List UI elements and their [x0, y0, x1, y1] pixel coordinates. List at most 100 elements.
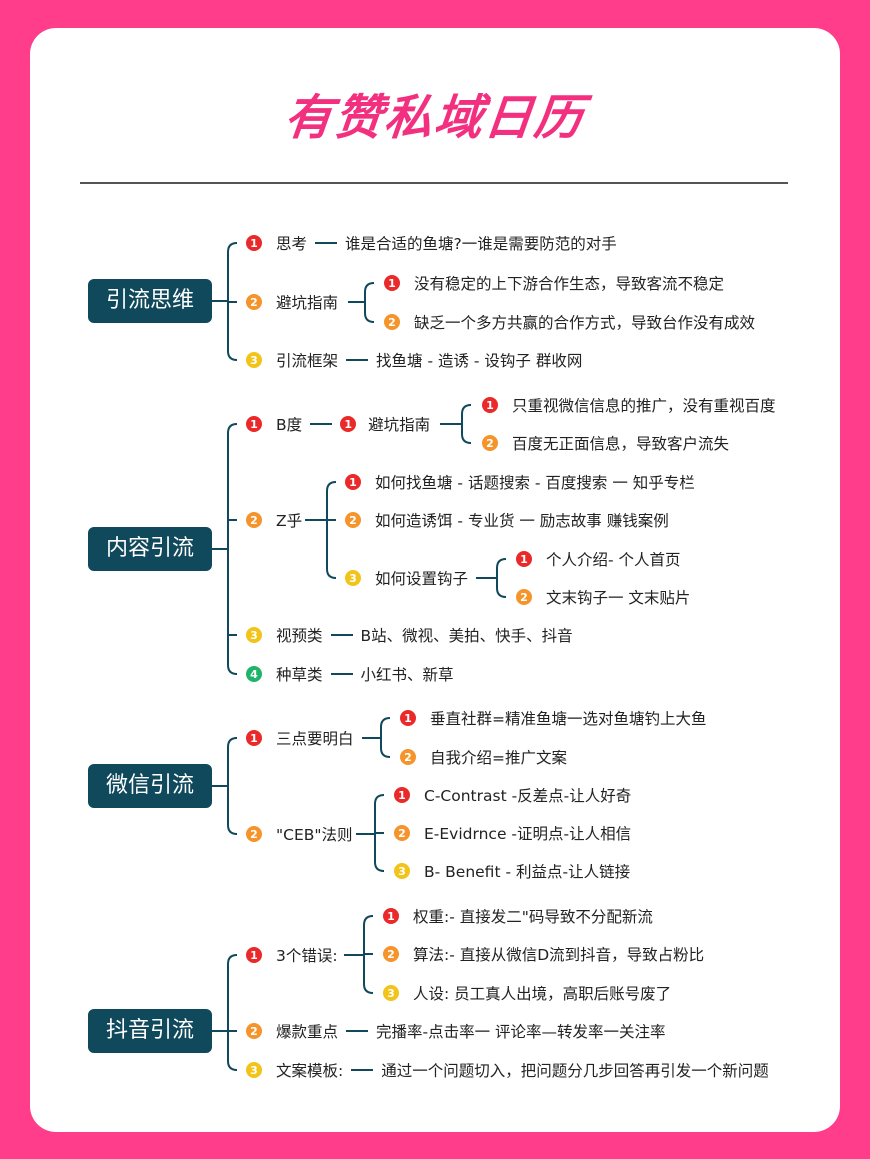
branch-label: 引流框架	[276, 352, 339, 370]
number-badge: 2	[482, 435, 498, 451]
connector-dash	[346, 359, 369, 361]
leaf-text: 人设: 员工真人出境，高职后账号废了	[413, 985, 672, 1003]
branch-node: 3 如何设置钩子	[345, 566, 468, 590]
branch-label: 爆款重点	[276, 1023, 339, 1041]
leaf-node: 2 算法:- 直接从微信D流到抖音，导致占粉比	[383, 942, 704, 966]
branch-node: 1 思考 谁是合适的鱼塘?一谁是需要防范的对手	[246, 231, 617, 255]
section-yinliu-siwei: 引流思维	[88, 279, 212, 323]
number-badge: 3	[345, 570, 361, 586]
number-badge: 1	[246, 730, 262, 746]
leaf-text: 缺乏一个多方共赢的合作方式，导致台作没有成效	[414, 314, 756, 332]
leaf-text: 文末钩子一 文末贴片	[546, 589, 691, 607]
number-badge: 3	[246, 1062, 262, 1078]
branch-text: B站、微视、美拍、快手、抖音	[360, 627, 573, 645]
leaf-node: 1 权重:- 直接发二"码导致不分配新流	[383, 904, 653, 928]
number-badge: 1	[345, 474, 361, 490]
number-badge: 2	[384, 314, 400, 330]
card	[30, 28, 840, 1132]
number-badge: 2	[246, 512, 262, 528]
connector-dash	[351, 1069, 374, 1071]
branch-label: 思考	[276, 235, 308, 253]
branch-node: 3 引流框架 找鱼塘 - 造诱 - 设钩子 群收网	[246, 348, 582, 372]
leaf-text: 如何找鱼塘 - 话题搜索 - 百度搜索 一 知乎专栏	[375, 474, 695, 492]
branch-text: 完播率-点击率一 评论率—转发率一关注率	[376, 1023, 666, 1041]
bracket-line	[440, 404, 472, 444]
branch-label: 避坑指南	[276, 294, 339, 312]
leaf-text: 个人介绍- 个人首页	[546, 551, 681, 569]
leaf-node: 3 人设: 员工真人出境，高职后账号废了	[383, 981, 671, 1005]
leaf-text: 权重:- 直接发二"码导致不分配新流	[413, 908, 653, 926]
number-badge: 1	[516, 551, 532, 567]
leaf-text: B- Benefit - 利益点-让人链接	[424, 863, 631, 881]
number-badge: 2	[246, 1023, 262, 1039]
number-badge: 2	[516, 589, 532, 605]
branch-label: 文案模板:	[276, 1062, 344, 1080]
branch-label: 3个错误:	[276, 947, 338, 965]
leaf-node: 3 B- Benefit - 利益点-让人链接	[394, 859, 630, 883]
connector-dash	[330, 634, 353, 636]
bracket-line	[348, 282, 375, 323]
leaf-text: C-Contrast -反差点-让人好奇	[424, 787, 632, 805]
branch-node: 2 "CEB"法则	[246, 822, 353, 846]
number-badge: 2	[246, 826, 262, 842]
bracket-line	[212, 737, 238, 835]
branch-label: 视预类	[276, 627, 323, 645]
branch-node: 2 Z乎	[246, 508, 302, 532]
bracket-line	[212, 954, 238, 1071]
number-badge: 3	[383, 985, 399, 1001]
leaf-text: 如何造诱饵 - 专业货 一 励志故事 赚钱案例	[375, 512, 669, 530]
branch-node: 4 种草类 小红书、新草	[246, 662, 454, 686]
leaf-node: 1 C-Contrast -反差点-让人好奇	[394, 783, 631, 807]
leaf-node: 1 垂直社群=精准鱼塘一选对鱼塘钓上大鱼	[400, 706, 707, 730]
bracket-line	[362, 717, 391, 758]
branch-label: B度	[276, 416, 303, 434]
branch-label: "CEB"法则	[276, 826, 353, 844]
leaf-node: 2 如何造诱饵 - 专业货 一 励志故事 赚钱案例	[345, 508, 669, 532]
bracket-line	[212, 423, 238, 675]
branch-text: 通过一个问题切入，把问题分几步回答再引发一个新问题	[381, 1062, 769, 1080]
branch-label: 种草类	[276, 666, 323, 684]
number-badge: 1	[246, 235, 262, 251]
number-badge: 2	[246, 294, 262, 310]
leaf-node: 1 个人介绍- 个人首页	[516, 547, 681, 571]
section-weixin-yinliu: 微信引流	[88, 764, 212, 808]
leaf-node: 2 百度无正面信息，导致客户流失	[482, 431, 729, 455]
branch-text: 小红书、新草	[360, 666, 454, 684]
bracket-line	[305, 481, 337, 579]
branch-label: 三点要明白	[276, 730, 354, 748]
number-badge: 2	[400, 749, 416, 765]
leaf-text: 只重视微信信息的推广，没有重视百度	[512, 397, 776, 415]
leaf-text: 自我介绍=推广文案	[430, 749, 567, 767]
number-badge: 1	[394, 787, 410, 803]
bracket-line	[356, 794, 385, 872]
branch-node: 3 文案模板: 通过一个问题切入，把问题分几步回答再引发一个新问题	[246, 1058, 769, 1082]
number-badge: 1	[482, 397, 498, 413]
bracket-line	[212, 242, 238, 361]
branch-text: 找鱼塘 - 造诱 - 设钩子 群收网	[376, 352, 583, 370]
leaf-text: 百度无正面信息，导致客户流失	[512, 435, 730, 453]
connector-dash	[310, 423, 333, 425]
leaf-node: 2 自我介绍=推广文案	[400, 745, 567, 769]
number-badge: 1	[246, 947, 262, 963]
leaf-node: 2 文末钩子一 文末贴片	[516, 585, 690, 609]
leaf-text: 没有稳定的上下游合作生态，导致客流不稳定	[414, 275, 725, 293]
leaf-text: 算法:- 直接从微信D流到抖音，导致占粉比	[413, 946, 705, 964]
number-badge: 3	[394, 863, 410, 879]
leaf-node: 2 缺乏一个多方共赢的合作方式，导致台作没有成效	[384, 310, 755, 334]
number-badge: 1	[383, 908, 399, 924]
number-badge: 3	[246, 352, 262, 368]
branch-label: Z乎	[276, 512, 303, 530]
section-neirong-yinliu: 内容引流	[88, 527, 212, 571]
branch-label: 避坑指南	[368, 416, 431, 434]
number-badge: 1	[246, 416, 262, 432]
branch-text: 谁是合适的鱼塘?一谁是需要防范的对手	[345, 235, 617, 253]
branch-node: 1 3个错误:	[246, 943, 338, 967]
leaf-node: 2 E-Evidrnce -证明点-让人相信	[394, 821, 631, 845]
number-badge: 1	[384, 275, 400, 291]
number-badge: 3	[246, 627, 262, 643]
leaf-text: 垂直社群=精准鱼塘一选对鱼塘钓上大鱼	[430, 710, 707, 728]
bracket-line	[476, 558, 507, 598]
branch-node: 2 避坑指南	[246, 290, 338, 314]
leaf-node: 1 没有稳定的上下游合作生态，导致客流不稳定	[384, 271, 724, 295]
